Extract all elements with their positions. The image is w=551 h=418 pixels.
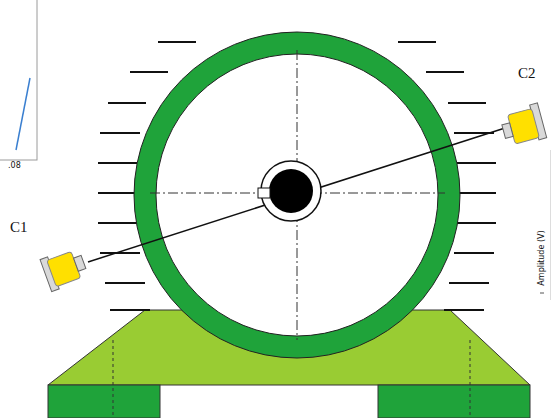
cooling-fin	[457, 162, 496, 164]
cooling-fin	[100, 132, 140, 134]
center-line	[470, 340, 471, 418]
housing-outline	[134, 32, 460, 358]
cooling-fin	[105, 282, 145, 284]
sensor-label: C2	[518, 66, 536, 81]
axis-tick-label: .08	[8, 162, 21, 170]
axis-title: Amplitude (V)	[538, 230, 546, 285]
cooling-fin	[459, 192, 496, 194]
motor-foot	[378, 385, 530, 418]
motor-housing	[145, 43, 449, 347]
cooling-fin	[426, 71, 464, 73]
motor-shaft	[269, 169, 313, 213]
sensor-axis-line	[88, 128, 505, 262]
cooling-fin	[158, 41, 196, 43]
cooling-fin	[108, 102, 146, 104]
cooling-fin	[110, 309, 150, 311]
inset-plot-frame	[0, 0, 37, 160]
cooling-fin	[457, 222, 496, 224]
axis-tick	[540, 293, 544, 294]
cooling-fin	[448, 102, 486, 104]
cooling-fin	[98, 222, 137, 224]
sensor	[499, 103, 547, 148]
plot-curve	[16, 78, 30, 150]
cooling-fin	[130, 71, 168, 73]
cooling-fin	[449, 282, 489, 284]
motor-foot	[48, 385, 160, 418]
cooling-fin	[444, 309, 484, 311]
shaft-key	[258, 188, 270, 198]
sensor-label: C1	[10, 220, 28, 235]
sensor	[40, 246, 89, 292]
cooling-fin	[98, 162, 137, 164]
cooling-fin	[98, 192, 135, 194]
cooling-fin	[398, 41, 436, 43]
cooling-fin	[454, 252, 494, 254]
center-line	[113, 340, 114, 418]
